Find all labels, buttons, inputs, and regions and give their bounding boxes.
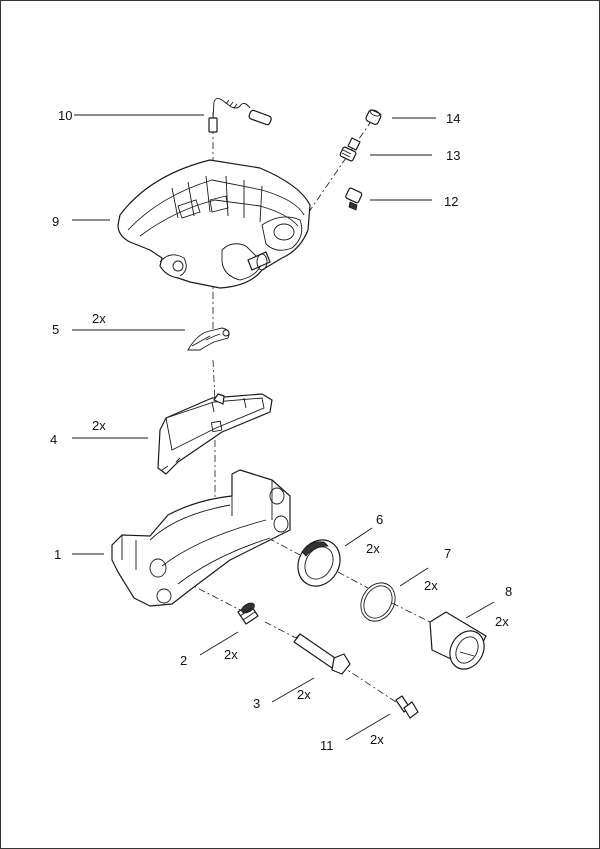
cap	[365, 109, 382, 126]
bleed-screw	[339, 137, 361, 162]
callout-number: 5	[52, 322, 59, 337]
callout-number: 2	[180, 653, 187, 668]
callout-1: 1	[54, 547, 61, 562]
callout-qty: 2x	[370, 732, 384, 747]
callout-qty: 2x	[424, 578, 438, 593]
o-ring	[360, 582, 396, 622]
callout-number: 13	[446, 148, 460, 163]
callout-12: 12	[444, 194, 458, 209]
callout-number: 9	[52, 214, 59, 229]
callout-number: 1	[54, 547, 61, 562]
callout-number: 4	[50, 432, 57, 447]
callout-qty: 2x	[366, 541, 380, 556]
leader-lines	[72, 114, 495, 741]
screw	[395, 695, 419, 719]
callout-5: 5 2x	[52, 311, 106, 337]
callout-10: 10	[58, 108, 72, 123]
callout-13: 13	[446, 148, 460, 163]
callout-qty: 2x	[92, 418, 106, 433]
callout-qty: 2x	[224, 647, 238, 662]
piston	[429, 611, 487, 670]
piston-seal-boot	[297, 539, 341, 587]
caliper-housing	[117, 159, 311, 289]
callout-7: 7 2x	[424, 546, 451, 593]
carrier	[111, 469, 291, 607]
callout-number: 7	[444, 546, 451, 561]
callout-qty: 2x	[92, 311, 106, 326]
bushing	[237, 602, 259, 625]
callout-9: 9	[52, 214, 59, 229]
callout-6: 6 2x	[366, 512, 383, 556]
spring-clip	[187, 327, 230, 351]
callout-2: 2 2x	[180, 647, 238, 668]
callout-number: 3	[253, 696, 260, 711]
guide-bolt	[293, 633, 351, 675]
plug	[345, 187, 363, 211]
callout-14: 14	[446, 111, 460, 126]
callout-qty: 2x	[495, 614, 509, 629]
callout-qty: 2x	[297, 687, 311, 702]
callout-number: 6	[376, 512, 383, 527]
callout-number: 14	[446, 111, 460, 126]
callout-4: 4 2x	[50, 418, 106, 447]
callout-8: 8 2x	[495, 584, 512, 629]
brake-pad	[157, 393, 273, 475]
callout-11: 11 2x	[320, 732, 384, 753]
callout-number: 8	[505, 584, 512, 599]
callout-number: 12	[444, 194, 458, 209]
wear-sensor-cable	[208, 97, 272, 133]
callout-number: 10	[58, 108, 72, 123]
callout-number: 11	[320, 738, 334, 753]
callout-3: 3 2x	[253, 687, 311, 711]
